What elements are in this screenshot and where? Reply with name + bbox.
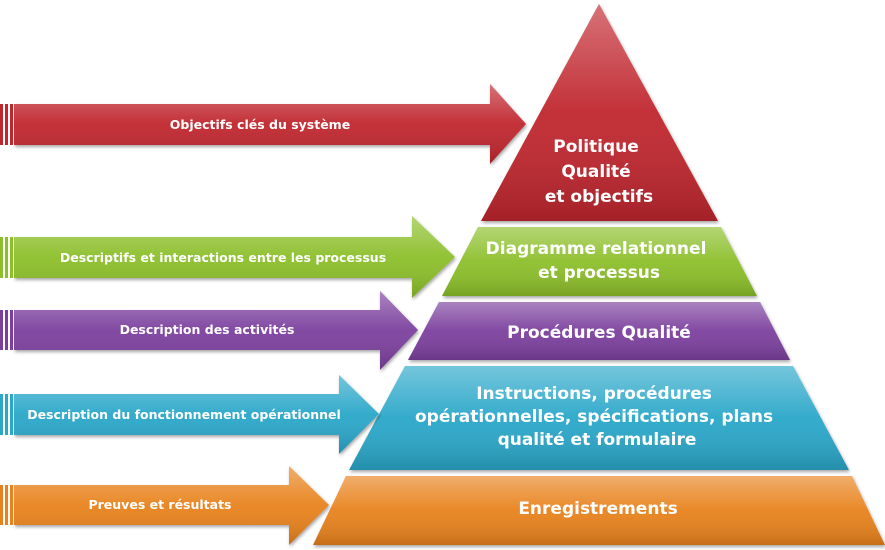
pyramid-level-policy: Politique Qualité et objectifs [481, 4, 718, 221]
arrow-activities-label: Description des activités [120, 322, 295, 337]
pyramid-level-procedures: Procédures Qualité [408, 302, 790, 360]
pyramid-level-procedures-label: Procédures Qualité [507, 323, 691, 343]
arrow-process-descriptions: Descriptifs et interactions entre les pr… [0, 216, 455, 298]
arrow-process-descriptions-label: Descriptifs et interactions entre les pr… [60, 250, 386, 265]
pyramid-level-policy-label: Politique Qualité et objectifs [545, 137, 653, 207]
pyramid-level-diagram-label: Diagramme relationnel et processus [486, 239, 713, 283]
arrow-operational-label: Description du fonctionnement opérationn… [27, 407, 341, 422]
pyramid-level-instructions: Instructions, procédures opérationnelles… [349, 366, 849, 470]
arrow-evidence-label: Preuves et résultats [88, 497, 231, 512]
pyramid-level-diagram: Diagramme relationnel et processus [442, 227, 757, 296]
pyramid-level-records: Enregistrements [313, 476, 885, 545]
pyramid-level-instructions-label: Instructions, procédures opérationnelles… [415, 384, 779, 450]
arrow-activities: Description des activités [0, 291, 418, 370]
arrow-evidence: Preuves et résultats [0, 466, 329, 545]
arrow-operational: Description du fonctionnement opérationn… [0, 375, 379, 454]
arrow-objectives: Objectifs clés du système [0, 84, 526, 164]
pyramid-level-records-label: Enregistrements [518, 499, 677, 519]
arrow-objectives-label: Objectifs clés du système [170, 117, 350, 132]
